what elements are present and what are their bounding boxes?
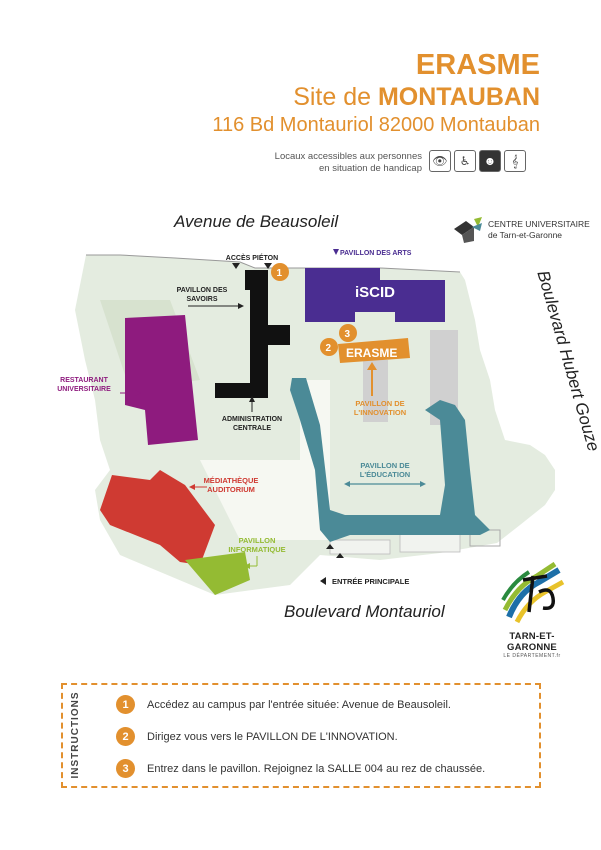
svg-text:MÉDIATHÈQUE: MÉDIATHÈQUE xyxy=(204,476,259,485)
svg-text:AUDITORIUM: AUDITORIUM xyxy=(207,485,255,494)
svg-text:PAVILLON DE: PAVILLON DE xyxy=(360,461,409,470)
site-title: Site de MONTAUBAN xyxy=(293,83,540,111)
instructions-title: INSTRUCTIONS xyxy=(70,691,81,779)
eye-icon: 👁 xyxy=(429,150,451,172)
accessibility-icons: 👁 ♿ ☻ 𝄞 xyxy=(429,150,526,172)
svg-text:1: 1 xyxy=(277,268,283,279)
instruction-step: 1 Accédez au campus par l'entrée située:… xyxy=(116,695,451,714)
head-profile-icon: ☻ xyxy=(479,150,501,172)
instruction-step: 2 Dirigez vous vers le PAVILLON DE L'INN… xyxy=(116,727,398,746)
cu-logo-mark-icon xyxy=(454,217,482,243)
centre-universitaire-logo: CENTRE UNIVERSITAIRE de Tarn-et-Garonne xyxy=(452,215,590,245)
marker-1 xyxy=(271,263,289,281)
instruction-step: 3 Entrez dans le pavillon. Rejoignez la … xyxy=(116,759,485,778)
iscid-logo: iSCID xyxy=(355,284,395,301)
wheelchair-icon: ♿ xyxy=(454,150,476,172)
restaurant-universitaire-building xyxy=(125,315,198,445)
pavillon-informatique-building xyxy=(185,552,250,595)
svg-text:ACCÈS PIÉTON: ACCÈS PIÉTON xyxy=(226,253,278,262)
tg-logo-mark-icon xyxy=(501,561,565,624)
svg-text:PAVILLON DES ARTS: PAVILLON DES ARTS xyxy=(340,250,412,257)
accessibility-note: Locaux accessibles aux personnes en situ… xyxy=(274,151,422,174)
svg-text:PAVILLON DE: PAVILLON DE xyxy=(355,399,404,408)
pavillon-des-savoirs-building xyxy=(215,270,290,398)
tarn-et-garonne-logo: TARN-ET-GARONNE LE DÉPARTEMENT.fr xyxy=(492,561,572,659)
pavillon-education-building xyxy=(290,378,490,542)
address: 116 Bd Montauriol 82000 Montauban xyxy=(212,114,540,136)
svg-text:L'ÉDUCATION: L'ÉDUCATION xyxy=(360,470,410,479)
brand-title: ERASME xyxy=(415,49,540,81)
svg-text:ERASME: ERASME xyxy=(346,346,397,360)
instructions-box xyxy=(61,683,541,788)
street-south: Boulevard Montauriol xyxy=(284,602,445,621)
marker-3 xyxy=(339,324,357,342)
svg-text:PAVILLON DES: PAVILLON DES xyxy=(177,287,228,294)
pavillon-innovation-building xyxy=(363,360,388,422)
svg-text:3: 3 xyxy=(345,329,351,340)
svg-text:CENTRALE: CENTRALE xyxy=(233,425,271,432)
svg-text:ADMINISTRATION: ADMINISTRATION xyxy=(222,416,282,423)
header: ERASME Site de MONTAUBAN 116 Bd Montauri… xyxy=(212,48,540,138)
mediatheque-auditorium-building xyxy=(100,470,215,565)
svg-text:UNIVERSITAIRE: UNIVERSITAIRE xyxy=(57,386,111,393)
pavillon-des-arts-building xyxy=(305,268,445,322)
campus-map: ERASME 2 3 PAVILLON DE L'INNOVATION iSCI… xyxy=(57,249,555,595)
svg-text:ENTRÉE PRINCIPALE: ENTRÉE PRINCIPALE xyxy=(332,577,409,586)
svg-text:L'INNOVATION: L'INNOVATION xyxy=(354,408,406,417)
erasme-map-label: ERASME 2 3 xyxy=(320,324,410,363)
svg-text:2: 2 xyxy=(326,343,332,354)
svg-text:SAVOIRS: SAVOIRS xyxy=(187,296,218,303)
street-north: Avenue de Beausoleil xyxy=(174,212,339,231)
svg-text:RESTAURANT: RESTAURANT xyxy=(60,377,108,384)
hearing-icon: 𝄞 xyxy=(504,150,526,172)
svg-text:PAVILLON: PAVILLON xyxy=(239,536,276,545)
svg-text:INFORMATIQUE: INFORMATIQUE xyxy=(228,545,285,554)
marker-2 xyxy=(320,338,338,356)
